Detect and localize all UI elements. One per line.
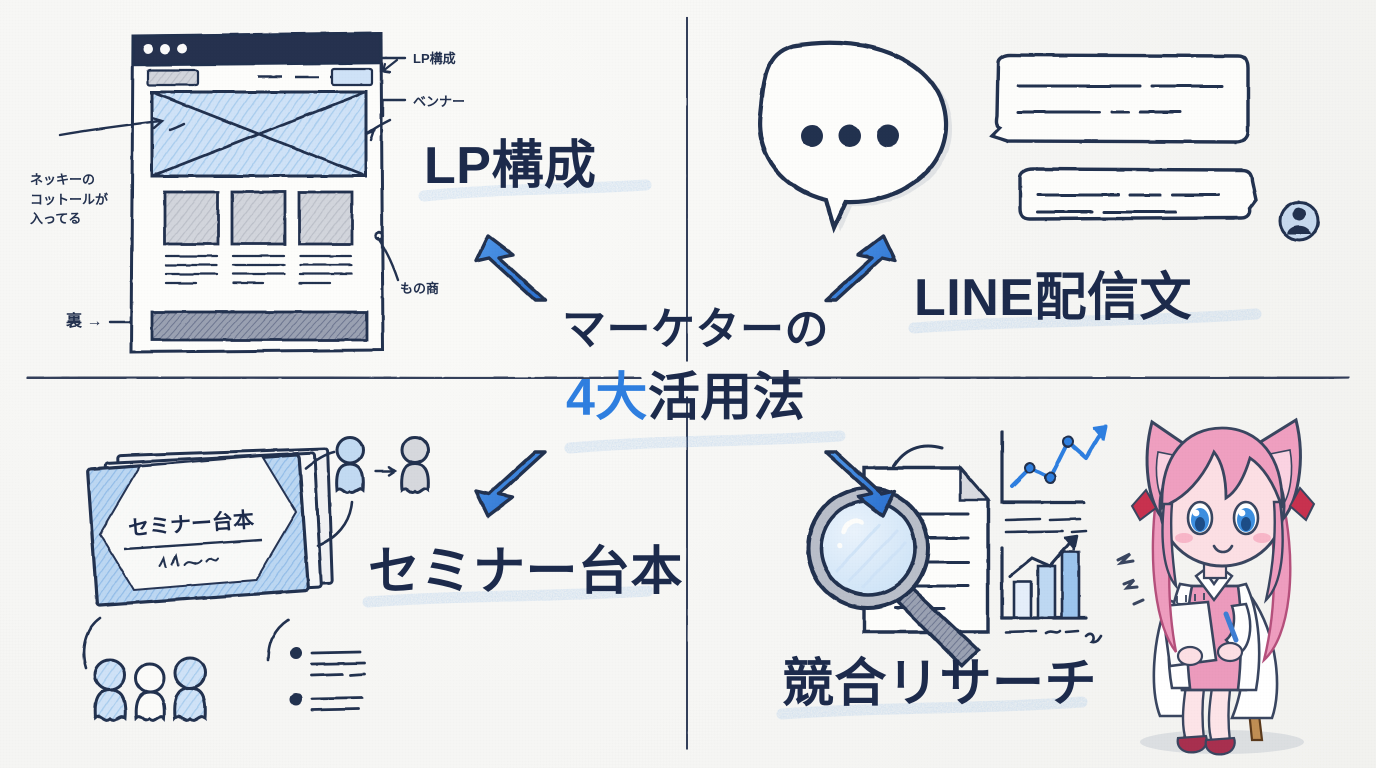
underline-line: [908, 308, 1262, 334]
audience-figure-1: [93, 658, 127, 722]
audience-figure-3: [173, 656, 207, 722]
typing-dot-1: [801, 125, 823, 147]
flow-arrow: [374, 465, 398, 477]
bar-2: [1036, 564, 1057, 620]
footer-bar: [150, 310, 369, 342]
legs: [1176, 684, 1236, 756]
label-seminar-daihon: セミナー台本: [368, 543, 684, 601]
pen: [1223, 611, 1239, 643]
label-line-haishinbun: LINE配信文: [914, 269, 1192, 327]
bar-caption-lines: [1004, 629, 1103, 644]
audience-figures: [93, 656, 207, 722]
blush-left: [1175, 533, 1193, 543]
message-bubble-2: [1018, 167, 1258, 221]
research-illustration: [806, 424, 1108, 669]
lp-browser-mockup: [129, 31, 385, 354]
annotation-lp-kousei: LP構成: [413, 51, 456, 66]
arrow-to-seminar: [474, 450, 547, 518]
arrow-to-lp: [474, 234, 547, 302]
ribbon-left: [1130, 488, 1158, 522]
user-avatar: [1278, 200, 1320, 242]
person-figure-gray: [400, 435, 430, 495]
cta-button-shape: [330, 67, 374, 87]
content-card-1: [163, 190, 220, 246]
annotation-ura: 裏 →: [66, 313, 103, 330]
message-bubble-1: [988, 53, 1250, 144]
bar-1: [1012, 580, 1033, 620]
typing-dot-3: [877, 125, 899, 147]
line-chart: [1000, 424, 1108, 504]
center-headline-rest: 活用法: [647, 369, 806, 427]
mouth: [1212, 544, 1234, 554]
hand-right: [1216, 641, 1244, 663]
logo-box: [146, 68, 200, 87]
audience-figure-2: [134, 662, 166, 722]
lp-callout-leaders: [58, 56, 407, 324]
bullet-list: [290, 647, 366, 712]
hand-left: [1176, 645, 1204, 667]
label-underlines: [362, 179, 1262, 720]
person-figure-filled: [335, 435, 365, 495]
hair-front: [1160, 426, 1284, 511]
slide-front: [86, 453, 310, 607]
window-dot-1: [143, 44, 153, 54]
hair-side-right: [1263, 500, 1284, 604]
annotation-banner: ベンナー: [413, 94, 466, 109]
blush-right: [1253, 533, 1271, 543]
window-dot-3: [177, 44, 187, 54]
underline-seminar: [362, 585, 654, 608]
arm-right: [1224, 602, 1252, 656]
seminar-illustration: [82, 435, 430, 722]
arrow-to-research: [824, 450, 897, 518]
cat-girl-mascot: [1116, 417, 1316, 756]
bullet-dot-2: [290, 693, 302, 705]
bullet-dot-1: [290, 647, 302, 659]
content-card-3: [297, 190, 354, 246]
center-headline-line1: マーケターの: [562, 305, 829, 354]
ribbon-right: [1288, 486, 1316, 522]
chart-caption-lines: [1004, 517, 1088, 534]
divider-horizontal: [26, 375, 1350, 381]
center-headline-accent: 4大: [566, 369, 648, 427]
content-card-2: [230, 190, 287, 246]
eye-right: [1232, 500, 1260, 536]
label-kyougou-research: 競合リサーチ: [782, 655, 1098, 713]
underline-center: [564, 430, 846, 454]
arrow-to-line: [824, 234, 897, 302]
people-flow: [335, 435, 430, 495]
center-arrows: [474, 234, 897, 518]
underline-research: [776, 696, 1088, 720]
eye-left: [1186, 500, 1214, 536]
hair-side-left: [1161, 502, 1178, 590]
bar-3: [1060, 550, 1081, 620]
typing-dot-2: [839, 125, 861, 147]
underline-lp: [418, 179, 652, 202]
annotation-nekkii: ネッキーの コットールが 入ってる: [30, 172, 109, 226]
label-lp-kousei: LP構成: [424, 137, 597, 195]
annotation-mono-shou: もの商: [400, 281, 440, 296]
shoe-left: [1176, 734, 1208, 754]
doc-swoosh: [892, 444, 944, 468]
emote-marks: [1116, 552, 1145, 606]
bar-chart: [1000, 534, 1088, 620]
center-headline-line2: 4大活用法: [566, 372, 805, 424]
window-dot-2: [160, 44, 170, 54]
line-chat-illustration: [757, 40, 1320, 242]
shoe-right: [1204, 736, 1236, 756]
